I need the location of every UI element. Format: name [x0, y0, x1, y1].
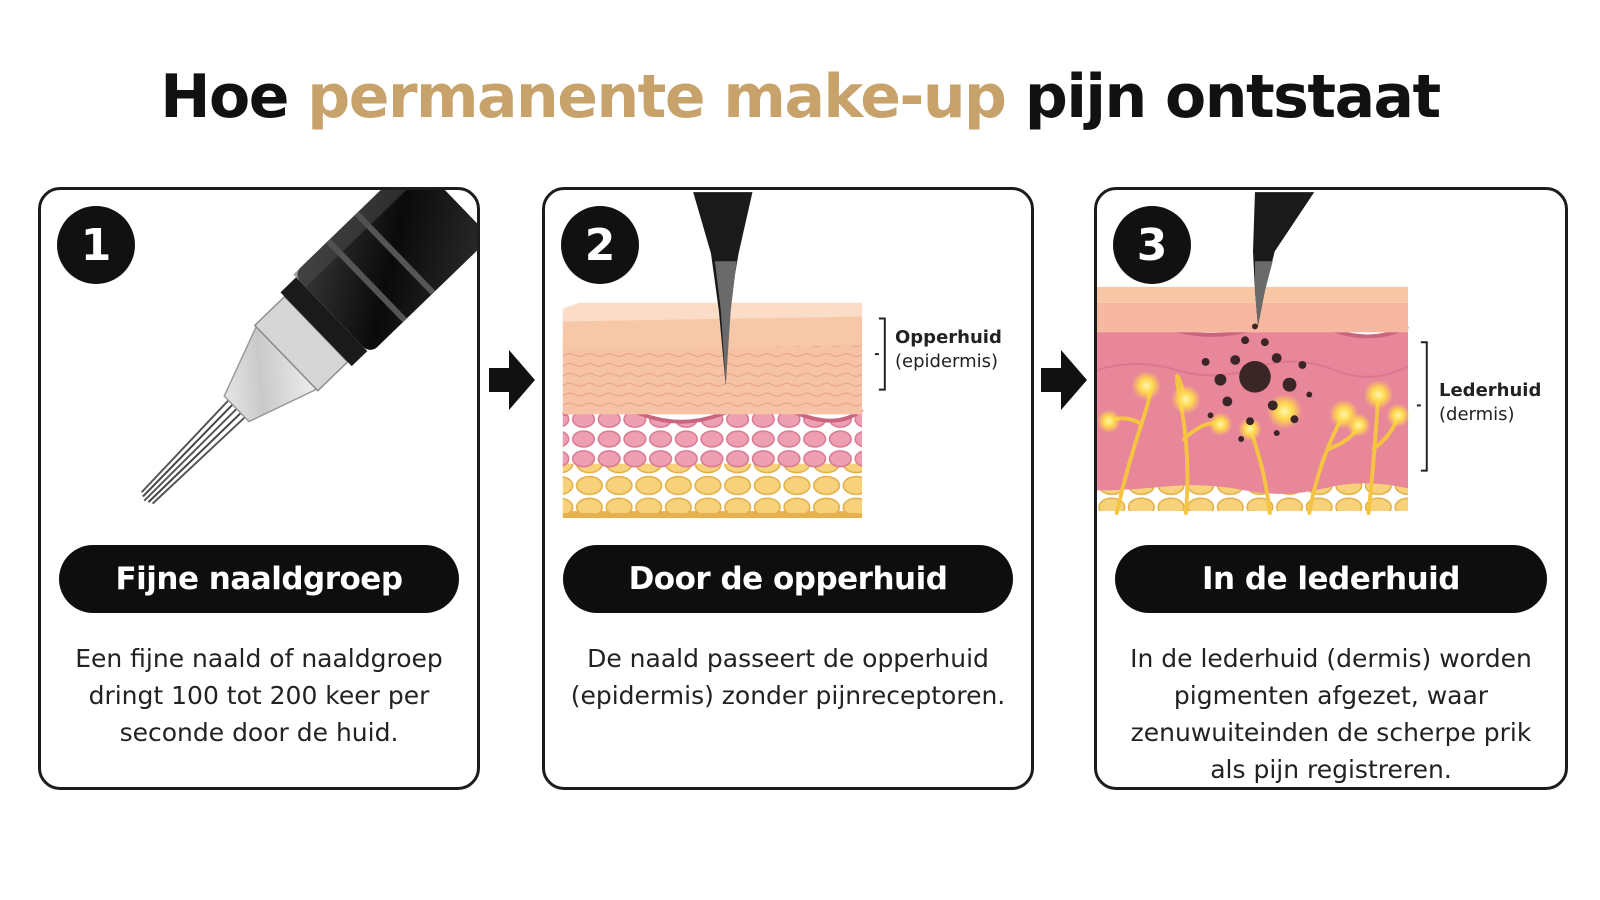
title-part-2: pijn ontstaat — [1005, 62, 1441, 132]
arrow-right-icon — [1041, 350, 1087, 410]
needle-cartridge-icon — [140, 190, 477, 505]
arrow-right-icon — [489, 350, 535, 410]
step-description-1: Een fijne naald of naaldgroep dringt 100… — [75, 644, 443, 747]
step-description-2: De naald passeert de opperhuid (epidermi… — [570, 644, 1006, 710]
layer-name-epidermis: Opperhuid — [895, 327, 1002, 348]
layer-label-dermis: Lederhuid (dermis) — [1439, 379, 1541, 427]
layer-label-epidermis: Opperhuid (epidermis) — [895, 326, 1002, 374]
step-number-3: 3 — [1113, 206, 1191, 284]
title-accent: permanente make-up — [307, 62, 1007, 132]
layer-sub-epidermis: (epidermis) — [895, 351, 999, 372]
page-title: Hoe permanente make-up pijn ontstaat — [0, 62, 1600, 132]
title-part-1: Hoe — [160, 62, 308, 132]
step-description-3: In de lederhuid (dermis) worden pigmente… — [1130, 644, 1532, 784]
layer-name-dermis: Lederhuid — [1439, 380, 1542, 401]
step-number-1: 1 — [57, 206, 135, 284]
nerve-endings-icon — [1097, 192, 1428, 516]
skin-cross-section-icon — [562, 192, 886, 519]
step-card-3: 3 — [1094, 187, 1568, 790]
step-card-2: 2 Opperhuid (epidermis) Door de opperhu — [542, 187, 1034, 790]
layer-sub-dermis: (dermis) — [1439, 404, 1515, 425]
step-label-1: Fijne naaldgroep — [59, 545, 459, 613]
step-label-3: In de lederhuid — [1115, 545, 1547, 613]
step-card-1: 1 Fijn — [38, 187, 480, 790]
step-label-2: Door de opperhuid — [563, 545, 1013, 613]
step-number-2: 2 — [561, 206, 639, 284]
